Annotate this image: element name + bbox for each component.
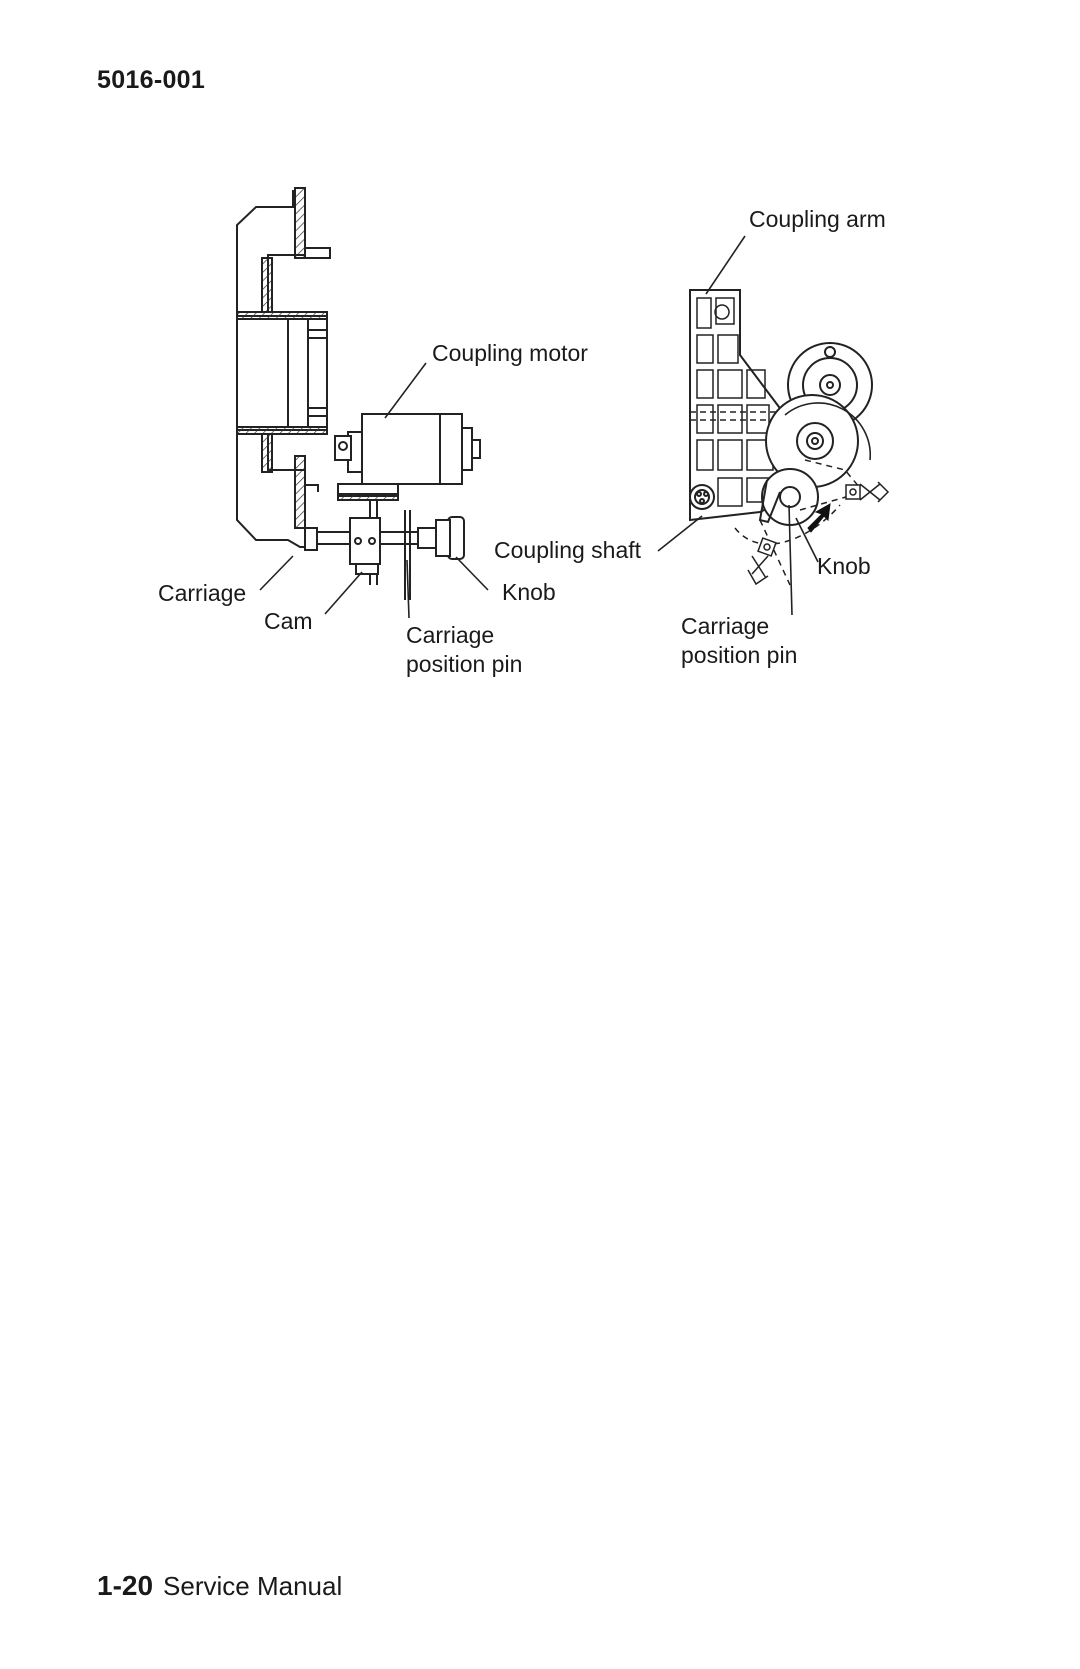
carriage-center-block: [236, 311, 328, 435]
leader-carriage: [259, 555, 294, 591]
page-footer: 1-20 Service Manual: [97, 1570, 342, 1602]
leader-coupling-motor: [384, 362, 427, 419]
leader-coupling-shaft: [657, 515, 703, 552]
carriage-position-pin-symbol-upper: [845, 481, 890, 503]
coupling-assembly-drawing: [236, 187, 890, 619]
leader-cam: [324, 571, 363, 615]
left-leader-lines: [259, 362, 489, 619]
label-coupling-motor: Coupling motor: [432, 340, 588, 366]
left-side-section-view: [236, 187, 481, 600]
leader-knob-right: [795, 517, 819, 563]
label-knob-left: Knob: [502, 579, 556, 605]
carriage-wall-hatched-lower: [294, 455, 306, 529]
coupling-motor-body: [361, 413, 463, 485]
label-cam: Cam: [264, 608, 313, 634]
label-carriage-position-pin-right-line2: position pin: [681, 642, 798, 668]
leader-carriage-position-pin-right: [788, 504, 793, 616]
label-carriage-position-pin-left-line2: position pin: [406, 651, 523, 677]
manual-title: Service Manual: [163, 1571, 343, 1601]
label-knob-right: Knob: [817, 553, 871, 579]
document-id: 5016-001: [97, 66, 206, 94]
leader-coupling-arm: [705, 235, 746, 295]
right-leader-lines: [657, 235, 819, 616]
leader-knob: [455, 556, 489, 591]
label-coupling-arm: Coupling arm: [749, 206, 886, 232]
cam-part: [355, 563, 379, 575]
leader-carriage-position-pin-left: [406, 559, 410, 619]
label-coupling-shaft: Coupling shaft: [494, 537, 642, 563]
carriage-wall-hatched-upper: [294, 187, 306, 259]
label-carriage-position-pin-left-line1: Carriage: [406, 622, 495, 648]
label-carriage-position-pin-right-line1: Carriage: [681, 613, 770, 639]
page-number: 1-20: [97, 1570, 154, 1601]
coupling-assembly-figure: Coupling motor Carriage Cam Knob Carriag…: [0, 0, 1080, 720]
rotation-arrow: [807, 503, 831, 533]
label-carriage: Carriage: [158, 580, 247, 606]
carriage-position-pin-symbol-lower: [747, 537, 777, 586]
right-front-view: [689, 289, 890, 586]
